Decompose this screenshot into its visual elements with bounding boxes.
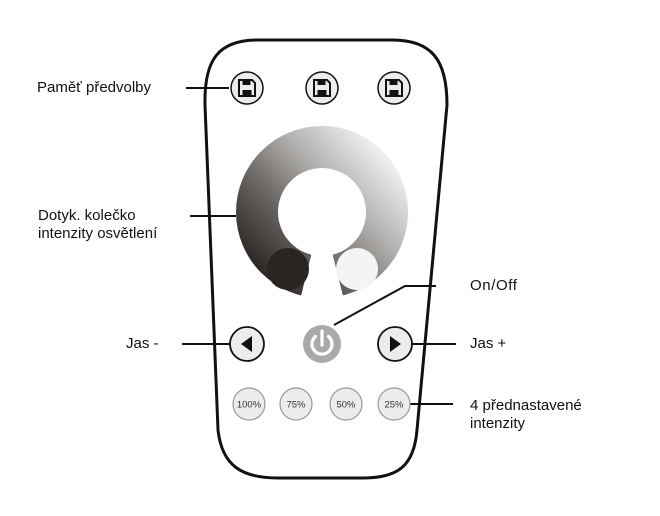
floppy-disk-icon bbox=[313, 79, 331, 97]
brightness-up-button[interactable] bbox=[377, 326, 413, 362]
label-brightness-up: Jas + bbox=[470, 335, 507, 352]
touch-wheel[interactable] bbox=[236, 126, 408, 298]
label-preset-intensities-line1: 4 přednastavené bbox=[470, 397, 582, 414]
preset-label-50: 50% bbox=[336, 400, 356, 411]
preset-button-100[interactable]: 100% bbox=[232, 387, 266, 421]
label-touch-wheel-line2: intenzity osvětlení bbox=[38, 225, 158, 242]
leader-lines bbox=[182, 87, 456, 405]
triangle-left-icon bbox=[241, 336, 252, 352]
power-icon bbox=[310, 329, 334, 356]
wheel-end-light bbox=[336, 248, 378, 290]
power-button[interactable] bbox=[303, 325, 341, 363]
label-touch-wheel-line1: Dotyk. kolečko bbox=[38, 207, 136, 224]
floppy-disk-icon bbox=[238, 79, 256, 97]
wheel-end-dark bbox=[267, 248, 309, 290]
label-brightness-down: Jas - bbox=[126, 335, 159, 352]
leader-line-on-off bbox=[333, 285, 436, 326]
label-preset-memory: Paměť předvolby bbox=[37, 79, 152, 96]
preset-button-50[interactable]: 50% bbox=[329, 387, 363, 421]
label-preset-intensities-line2: intenzity bbox=[470, 415, 526, 432]
memory-button-3[interactable] bbox=[377, 71, 411, 105]
floppy-disk-icon bbox=[385, 79, 403, 97]
memory-button-2[interactable] bbox=[305, 71, 339, 105]
preset-label-100: 100% bbox=[237, 400, 262, 411]
brightness-down-button[interactable] bbox=[229, 326, 265, 362]
memory-button-1[interactable] bbox=[230, 71, 264, 105]
preset-label-25: 25% bbox=[384, 400, 404, 411]
preset-button-75[interactable]: 75% bbox=[279, 387, 313, 421]
preset-label-75: 75% bbox=[286, 400, 306, 411]
label-on-off: On/Off bbox=[470, 277, 518, 294]
triangle-right-icon bbox=[390, 336, 401, 352]
preset-button-25[interactable]: 25% bbox=[377, 387, 411, 421]
